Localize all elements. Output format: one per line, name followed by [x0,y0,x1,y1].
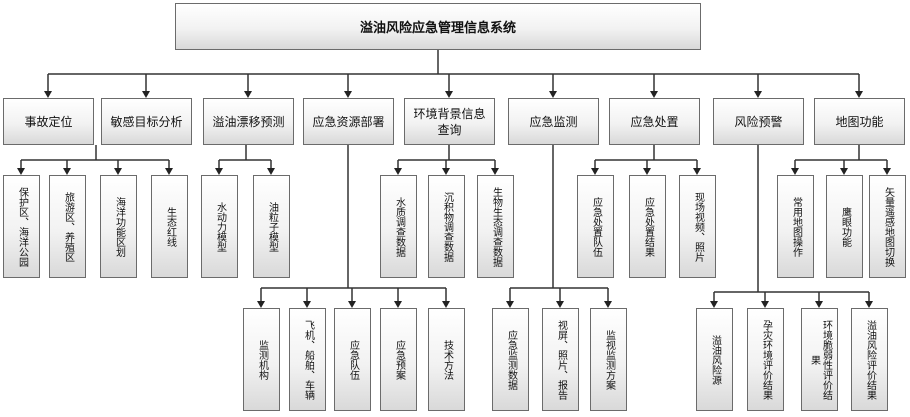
leaf-5-1: 视屏、照片、报告 [542,308,579,411]
leaf-3-3: 应急预案 [380,308,417,411]
category-7: 风险预警 [713,98,804,145]
category-4: 环境背景信息查询 [404,98,495,145]
leaf-7-3: 溢油风险评价结果 [851,308,888,411]
leaf-0-1: 旅游区、养殖区 [49,175,86,278]
leaf-3-0: 监测机构 [243,308,280,411]
category-3: 应急资源部署 [303,98,394,145]
leaf-2-0: 水动力模型 [201,175,238,278]
category-8: 地图功能 [814,98,905,145]
leaf-0-3: 生态红线 [151,175,188,278]
category-0: 事故定位 [3,98,94,145]
leaf-4-1: 沉积物调查数据 [428,175,465,278]
leaf-0-2: 海洋功能区划 [100,175,137,278]
leaf-8-1: 鹰眼功能 [826,175,863,278]
leaf-6-0: 应急处置队伍 [577,175,614,278]
leaf-2-1: 油粒子模型 [253,175,290,278]
leaf-0-0: 保护区、海洋公园 [3,175,40,278]
leaf-6-2: 现场视频、照片 [679,175,716,278]
leaf-7-1: 孕灾环境评价结果 [747,308,784,411]
leaf-3-1: 飞机、船舶、车辆 [289,308,326,411]
leaf-4-2: 生物生态调查数据 [477,175,514,278]
leaf-3-2: 应急队伍 [334,308,371,411]
leaf-4-0: 水质调查数据 [380,175,417,278]
category-2: 溢油漂移预测 [203,98,294,145]
category-5: 应急监测 [508,98,599,145]
leaf-5-0: 应急监测数据 [492,308,529,411]
root-node: 溢油风险应急管理信息系统 [175,3,701,50]
leaf-6-1: 应急处置结果 [629,175,666,278]
leaf-8-0: 常用地图操作 [777,175,814,278]
category-6: 应急处置 [609,98,700,145]
category-1: 敏感目标分析 [101,98,192,145]
leaf-3-4: 技术方法 [428,308,465,411]
leaf-7-2: 环境脆弱性评价结果 [801,308,838,411]
leaf-8-2: 矢量遥感地图切换 [869,175,906,278]
leaf-5-2: 监视监测方案 [590,308,627,411]
leaf-7-0: 溢油风险源 [696,308,733,411]
